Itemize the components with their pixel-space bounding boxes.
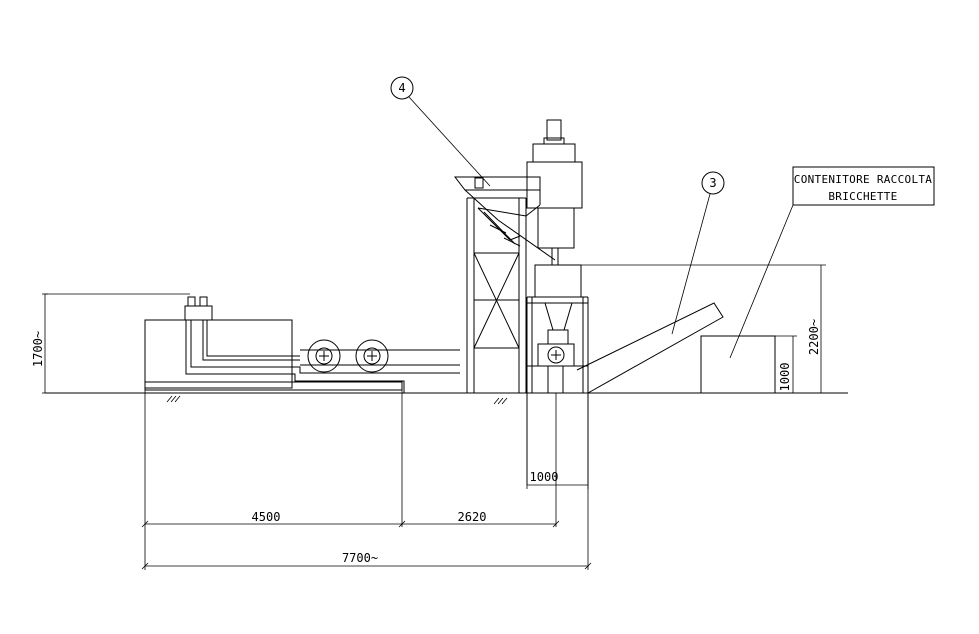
- container-label-line1: CONTENITORE RACCOLTA: [794, 173, 933, 186]
- ground-hatch-left: [166, 395, 181, 403]
- callout-3-balloon: [701, 171, 725, 195]
- inclined-conveyor: [576, 302, 724, 394]
- container-leader-line: [729, 204, 794, 359]
- callout-3-number: 3: [709, 176, 716, 190]
- dimension-2200-label: 2200~: [807, 319, 821, 355]
- container-label-box: [792, 166, 935, 206]
- hopper-support-frame: [466, 197, 527, 393]
- conveyor-roller-left: [307, 339, 341, 373]
- central-press: [526, 119, 589, 393]
- hopper: [453, 176, 556, 261]
- callout-3-leader: [671, 193, 711, 335]
- callout-4-balloon: [390, 76, 414, 100]
- dimension-1000-vertical: [775, 335, 797, 393]
- dimension-7700-label: 7700~: [342, 551, 378, 565]
- dimension-4500-label: 4500: [252, 510, 281, 524]
- container-label-line2: BRICCHETTE: [828, 190, 897, 203]
- dimension-1700: [42, 293, 190, 394]
- briquette-container: [700, 335, 776, 394]
- dimension-2620-label: 2620: [458, 510, 487, 524]
- dimension-1000-horizontal-label: 1000: [530, 470, 559, 484]
- callout-4-leader: [408, 96, 491, 187]
- dimension-1700-label: 1700~: [31, 331, 45, 367]
- dimension-2200: [581, 264, 826, 394]
- ground-hatch-center: [493, 397, 508, 405]
- press-machine: [144, 296, 460, 393]
- dimension-1000-vertical-label: 1000: [778, 363, 792, 392]
- conveyor-roller-right: [355, 339, 389, 373]
- callout-4-number: 4: [398, 81, 405, 95]
- dimension-4500-2620: [141, 390, 560, 570]
- pit: [526, 393, 589, 485]
- dimension-7700: [141, 485, 592, 570]
